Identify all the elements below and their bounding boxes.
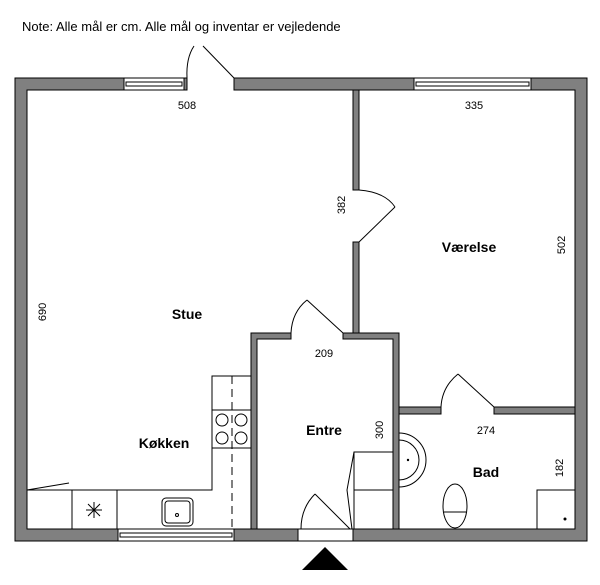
window-kitchen — [117, 528, 235, 542]
kitchen-sink-icon — [161, 497, 194, 527]
dim-bad-height: 182 — [554, 459, 566, 477]
wardrobe — [346, 451, 394, 530]
kitchen-counter — [26, 375, 252, 529]
toilet-icon — [442, 483, 468, 529]
dim-entre-height: 300 — [374, 421, 386, 439]
dim-entre-width: 209 — [315, 348, 333, 360]
room-label-stue: Stue — [172, 306, 203, 322]
disclaimer-note: Note: Alle mål er cm. Alle mål og invent… — [22, 19, 341, 34]
room-label-entre: Entre — [306, 422, 342, 438]
outer-walls — [14, 77, 588, 542]
door-balcony — [186, 45, 235, 79]
dishwasher-star-icon — [86, 502, 102, 518]
dim-stue-width: 508 — [178, 100, 196, 112]
stove-icon — [215, 413, 248, 445]
window-vaerelse — [413, 77, 532, 91]
bathroom-sink-icon — [398, 432, 427, 488]
door-entre — [290, 299, 344, 334]
dim-vaerelse-width: 335 — [465, 100, 483, 112]
door-vaerelse — [358, 189, 396, 243]
shower-icon — [536, 489, 576, 530]
interior-walls — [250, 89, 576, 530]
window-stue — [123, 77, 185, 91]
entrance-arrow-icon — [302, 547, 348, 570]
dim-382: 382 — [336, 196, 348, 214]
door-bad — [440, 373, 495, 408]
room-label-vaerelse: Værelse — [442, 239, 497, 255]
dim-bad-width: 274 — [477, 425, 495, 437]
door-front — [297, 493, 354, 542]
room-label-kokken: Køkken — [139, 435, 190, 451]
dim-vaerelse-height: 502 — [556, 236, 568, 254]
room-label-bad: Bad — [473, 464, 499, 480]
dim-stue-height: 690 — [37, 303, 49, 321]
